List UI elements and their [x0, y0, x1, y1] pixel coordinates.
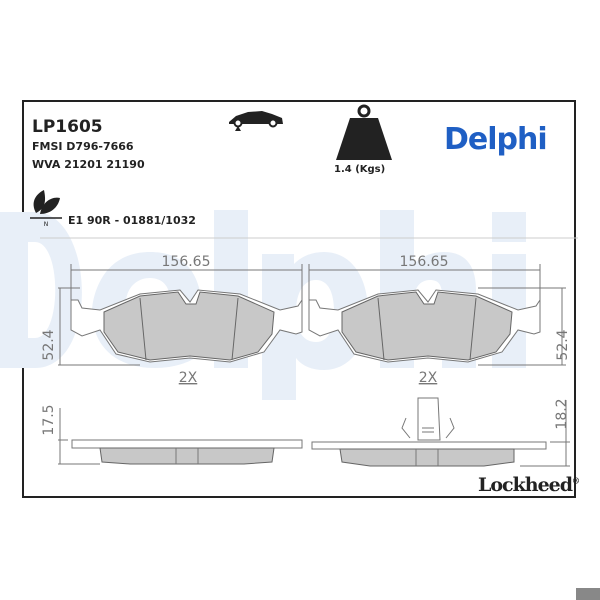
pad-front-left [58, 264, 303, 366]
quantity-label-left: 2X [179, 370, 198, 386]
height-dimension-left: 52.4 [41, 329, 57, 360]
height-dimension-right: 52.4 [555, 329, 571, 360]
car-lift-icon [229, 111, 283, 131]
thickness-dimension-right: 18.2 [554, 398, 570, 429]
eco-mark-label: N [44, 221, 49, 228]
registered-mark: ® [572, 475, 580, 486]
approval-code: E1 90R - 01881/1032 [68, 214, 196, 227]
lockheed-name: Lockheed [478, 474, 573, 496]
part-number: LP1605 [32, 117, 103, 137]
pad-side-right [311, 397, 570, 467]
leaf-eco-icon: N [30, 190, 62, 228]
pad-side-left [58, 408, 303, 465]
weight-value: 1.4 (Kgs) [334, 164, 386, 175]
pad-front-right [308, 264, 566, 366]
thickness-dimension-left: 17.5 [41, 404, 57, 435]
fmsi-code: FMSI D796-7666 [32, 140, 134, 153]
corner-block [576, 588, 600, 600]
lockheed-logo: Lockheed® [478, 474, 580, 496]
width-dimension-left: 156.65 [162, 254, 211, 270]
wva-code: WVA 21201 21190 [32, 158, 145, 171]
quantity-label-right: 2X [419, 370, 438, 386]
width-dimension-right: 156.65 [400, 254, 449, 270]
weight-icon [336, 104, 392, 160]
delphi-logo: Delphi [444, 122, 548, 157]
